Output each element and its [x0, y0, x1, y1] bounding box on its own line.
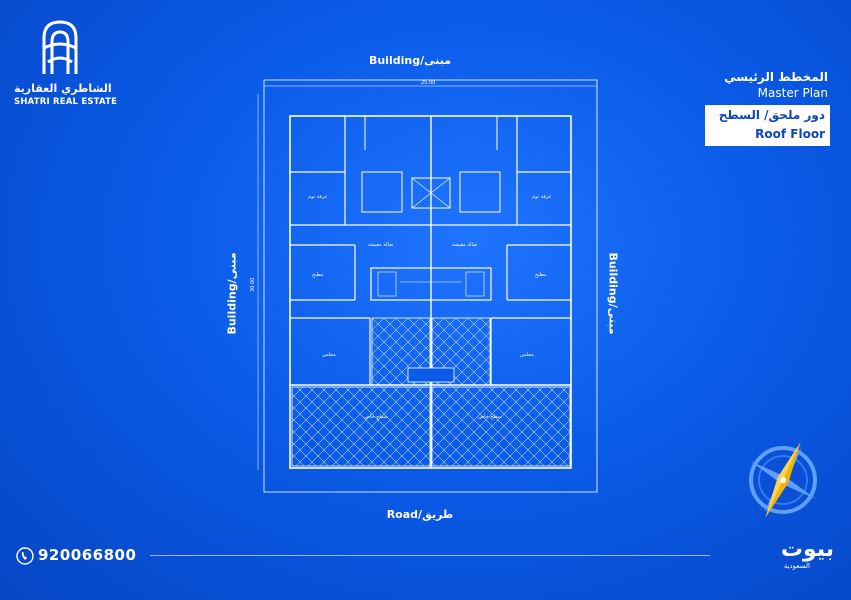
- floor-label-english: Roof Floor: [755, 127, 825, 141]
- label-building-left: Building/مبنى: [225, 252, 239, 335]
- roof-label-right: سطح خاص: [478, 414, 502, 420]
- living-label-left: صالة معيشة: [368, 242, 393, 248]
- living-label-right: صالة معيشة: [452, 242, 477, 248]
- majlis-label-right: مجلس: [520, 352, 534, 358]
- brand-name-arabic: بيوت: [780, 537, 834, 562]
- kitchen-label-right: مطبخ: [535, 272, 547, 278]
- dim-width: 25.00: [421, 80, 435, 86]
- dim-depth: 30.00: [250, 278, 256, 292]
- plan-title-arabic: المخطط الرئيسي: [724, 70, 828, 84]
- private-roof-left: [291, 386, 431, 467]
- roof-label-left: سطح خاص: [364, 414, 388, 420]
- site-boundary: [263, 79, 598, 493]
- roof-floor-plan: 25.00 30.00 سطح خاص سطح خاص مجلس مجلس مط…: [250, 79, 598, 493]
- kitchen-label-left: مطبخ: [312, 272, 324, 278]
- phone-icon: [16, 547, 34, 565]
- floor-label-arabic: دور ملحق/ السطح: [718, 108, 825, 122]
- plan-title-english: Master Plan: [757, 86, 828, 100]
- majlis-label-left: مجلس: [322, 352, 336, 358]
- logo-name-arabic: الشاطري العقارية: [14, 82, 112, 95]
- logo-name-english: SHATRI REAL ESTATE: [14, 97, 118, 107]
- brand-sub-arabic: السعودية: [783, 562, 810, 570]
- private-roof-right: [431, 386, 571, 467]
- label-road-bottom: Road/طريق: [386, 508, 454, 521]
- shatri-logo-icon: [42, 20, 78, 74]
- label-building-top: Building/مبنى: [368, 54, 452, 67]
- compass-icon: [749, 441, 817, 519]
- footer-divider: [150, 555, 710, 556]
- label-building-right: Building/مبنى: [606, 252, 620, 335]
- bedroom-label-left: غرفة نوم: [308, 194, 327, 200]
- phone-number[interactable]: 920066800: [38, 546, 137, 564]
- bedroom-label-right: غرفة نوم: [532, 194, 551, 200]
- floor-label-box: دور ملحق/ السطح Roof Floor: [705, 105, 830, 146]
